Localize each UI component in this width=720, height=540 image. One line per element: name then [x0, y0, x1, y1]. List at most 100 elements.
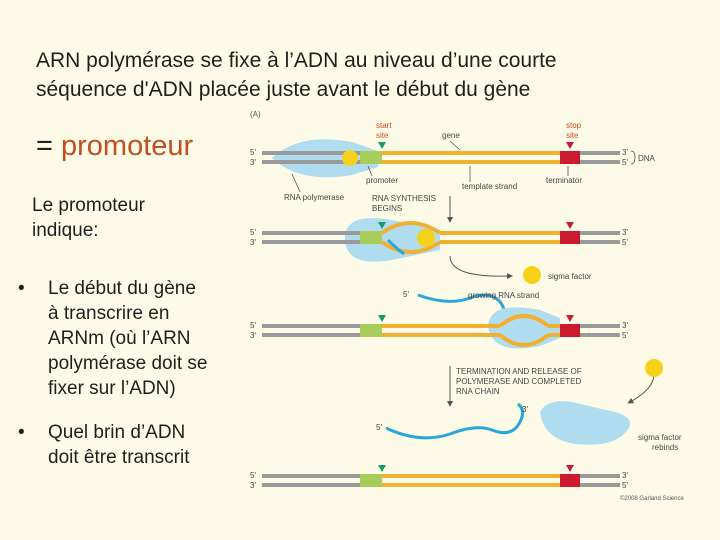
termination-label-line-3: RNA CHAIN	[456, 387, 500, 396]
start-site-label-2: site	[376, 131, 389, 140]
terminator-region	[560, 474, 580, 487]
dna-label: DNA	[638, 154, 656, 163]
title-line-1: ARN polymérase se fixe à l’ADN au niveau…	[36, 49, 557, 72]
template-strand-label: template strand	[462, 182, 517, 191]
open-dna-bubble-bottom	[498, 333, 550, 347]
panel-label: (A)	[250, 110, 261, 119]
five-prime-label: 5'	[250, 148, 256, 157]
promoteur-prefix: =	[36, 130, 61, 162]
rna-three-prime-label: 3'	[522, 405, 528, 414]
gene-pointer	[449, 140, 461, 151]
termination-label-line-1: TERMINATION AND RELEASE OF	[456, 367, 582, 376]
promoteur-word: promoteur	[61, 130, 194, 162]
sigma-rebinds-line-1: sigma factor	[638, 433, 682, 442]
five-prime-label: 5'	[622, 481, 628, 490]
three-prime-label: 3'	[250, 158, 256, 167]
dna-top-strand-right	[580, 324, 620, 328]
rna-synthesis-begins-line-2: BEGINS	[372, 204, 402, 213]
dna-top-strand-left	[262, 151, 366, 155]
promoteur-heading: = promoteur	[36, 130, 193, 163]
stop-site-label-2: site	[566, 131, 579, 140]
dna-bottom-strand-left	[262, 160, 366, 164]
terminator-region	[560, 324, 580, 337]
sigma-release-arrow	[449, 255, 513, 280]
promoter-pointer	[367, 165, 373, 177]
dna-top-strand-right	[580, 231, 620, 235]
promoter-label: promoter	[366, 176, 398, 185]
dna-top-strand-right	[580, 151, 620, 155]
gene-top-strand	[548, 324, 560, 328]
bullet-item-template-strand: • Quel brin d’ADN doit être transcrit	[16, 420, 256, 470]
rna-polymerase-label: RNA polymerase	[284, 193, 345, 202]
dna-top-strand-left	[262, 231, 366, 235]
rna-five-prime-label: 5'	[376, 423, 382, 432]
rna-five-prime-label: 5'	[403, 290, 409, 299]
three-prime-label: 3'	[250, 481, 256, 490]
dna-bottom-strand-right	[580, 483, 620, 487]
three-prime-label: 3'	[622, 148, 628, 157]
polymerase-pointer	[291, 173, 301, 193]
start-site-marker	[378, 222, 386, 229]
stop-site-marker	[566, 315, 574, 322]
bullet-symbol: •	[18, 422, 25, 443]
gene-top-strand	[382, 324, 500, 328]
stop-site-marker	[566, 222, 574, 229]
sigma-factor-label: sigma factor	[548, 272, 592, 281]
dna-top-strand-right	[580, 474, 620, 478]
gene-label: gene	[442, 131, 460, 140]
promoter-region	[360, 151, 382, 164]
gene-template-strand	[440, 240, 560, 244]
gene-top-strand	[382, 474, 560, 478]
start-site-label-1: start	[376, 121, 392, 130]
promoter-region	[360, 324, 382, 337]
step-1-initial-binding: 5' 3' 3' 5' DNA	[250, 139, 656, 178]
three-prime-label: 3'	[622, 471, 628, 480]
rna-polymerase-shape	[272, 139, 378, 178]
title-line-2: séquence d'ADN placée juste avant le déb…	[36, 78, 531, 101]
dna-bottom-strand-left	[262, 483, 366, 487]
released-rna-polymerase	[540, 401, 631, 445]
step-2-synthesis-begins: 5' 3' 3' 5'	[250, 218, 628, 262]
five-prime-label: 5'	[622, 331, 628, 340]
bullet-1-line-1: Le début du gène	[48, 278, 196, 299]
start-site-marker	[378, 142, 386, 149]
three-prime-label: 3'	[622, 321, 628, 330]
dna-bottom-strand-right	[580, 160, 620, 164]
promoter-region	[360, 231, 382, 244]
bullet-1-line-5: fixer sur l’ADN)	[48, 378, 176, 399]
five-prime-label: 5'	[622, 238, 628, 247]
gene-template-strand	[382, 160, 560, 164]
three-prime-label: 3'	[250, 238, 256, 247]
growing-rna	[386, 238, 405, 256]
terminator-region	[560, 151, 580, 164]
bullet-2-line-2: doit être transcrit	[48, 447, 190, 468]
bullet-1-line-2: à transcrire en	[48, 303, 170, 324]
three-prime-label: 3'	[250, 331, 256, 340]
rna-synthesis-begins-line-1: RNA SYNTHESIS	[372, 194, 436, 203]
gene-template-strand	[548, 333, 560, 337]
sigma-rebinds-line-2: rebinds	[652, 443, 678, 452]
dna-bottom-strand-left	[262, 333, 366, 337]
released-sigma-factor	[523, 266, 541, 284]
promoteur-indique-text: Le promoteur indique:	[32, 193, 212, 243]
five-prime-label: 5'	[622, 158, 628, 167]
gene-template-strand	[382, 333, 500, 337]
gene-top-strand	[440, 231, 560, 235]
promoter-region	[360, 474, 382, 487]
three-prime-label: 3'	[622, 228, 628, 237]
growing-rna-strand-label: growing RNA strand	[468, 291, 539, 300]
step-3-elongation: 5' 5' 3' 3' 5'	[250, 290, 628, 349]
slide-title: ARN polymérase se fixe à l’ADN au niveau…	[36, 46, 676, 104]
gene-top-strand	[382, 151, 560, 155]
copyright-label: ©2008 Garland Science	[620, 495, 684, 502]
sigma-factor	[342, 150, 358, 166]
start-site-marker	[378, 315, 386, 322]
bullet-list: • Le début du gène à transcrire en ARNm …	[16, 276, 256, 489]
dna-top-strand-left	[262, 474, 366, 478]
dna-top-strand-left	[262, 324, 366, 328]
sigma-rebind-arrow	[627, 375, 655, 404]
terminator-label: terminator	[546, 176, 582, 185]
start-site-marker	[378, 465, 386, 472]
open-dna-bubble-top	[498, 314, 550, 328]
